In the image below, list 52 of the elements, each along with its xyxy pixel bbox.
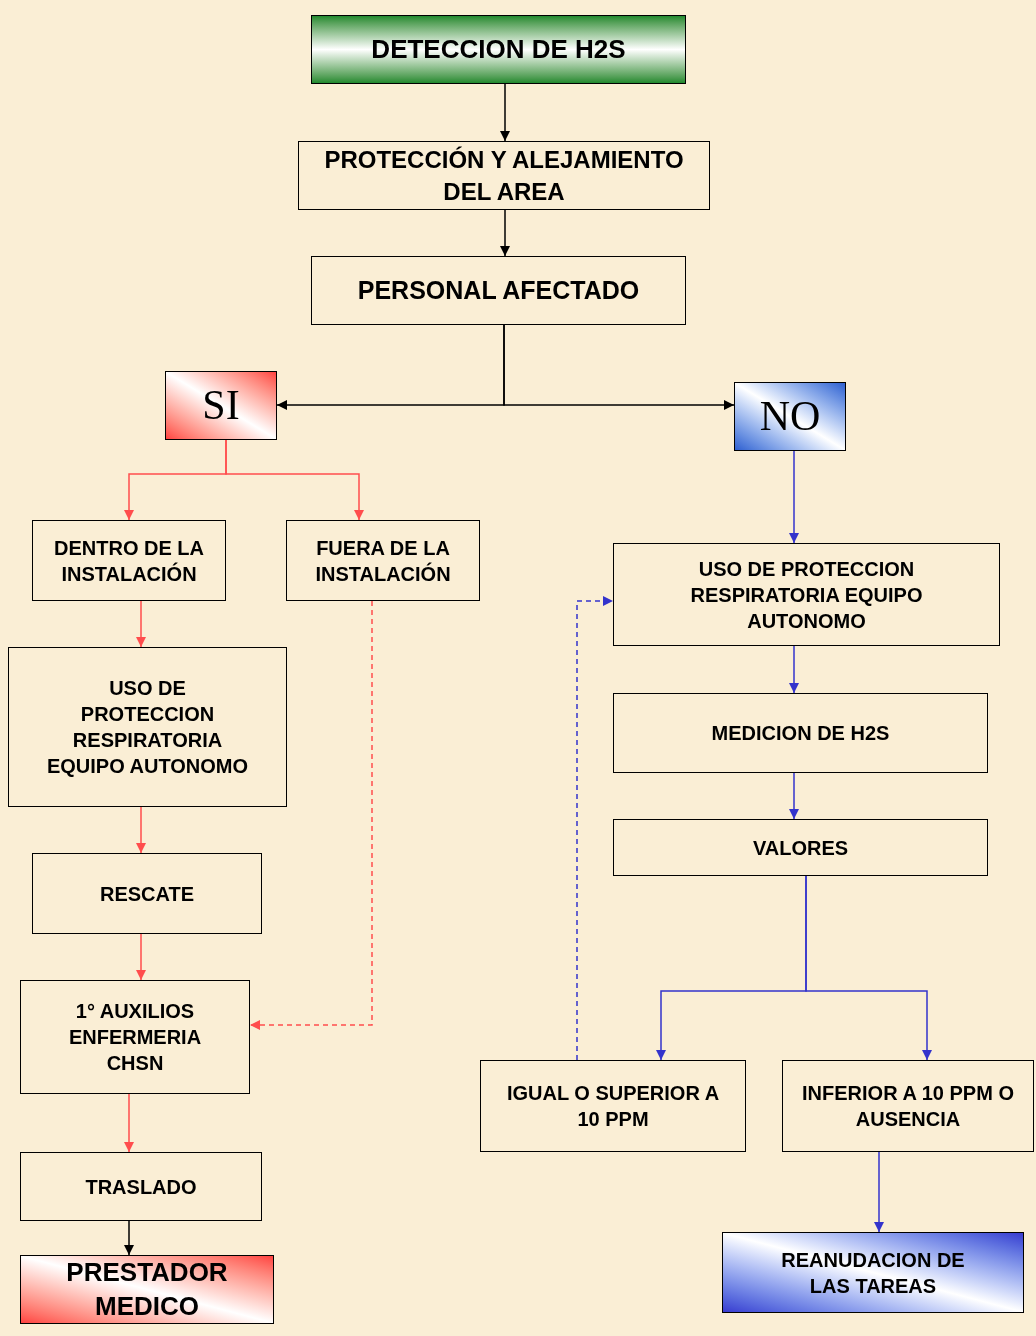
- box-label: PROTECCIÓN Y ALEJAMIENTO DEL AREA: [323, 145, 685, 207]
- process-box: [782, 1060, 1034, 1152]
- arrow: [789, 450, 799, 544]
- box-label: PERSONAL AFECTADO: [357, 275, 640, 307]
- process-box: [613, 543, 1000, 646]
- box-label: IGUAL O SUPERIOR A 10 PPM: [505, 1081, 721, 1132]
- process-box: [613, 693, 988, 773]
- box-label: TRASLADO: [85, 1174, 197, 1200]
- process-box: [734, 382, 846, 451]
- box-label: DENTRO DE LA INSTALACIÓN: [53, 535, 205, 587]
- arrow: [874, 1151, 884, 1233]
- process-box: [20, 980, 250, 1094]
- process-box: [165, 371, 277, 440]
- box-label: NO: [759, 392, 821, 442]
- process-box: [480, 1060, 746, 1152]
- arrow: [124, 1220, 134, 1256]
- arrow: [500, 83, 510, 142]
- arrow: [789, 772, 799, 820]
- process-box: [8, 647, 287, 807]
- box-label: INFERIOR A 10 PPM O AUSENCIA: [801, 1081, 1015, 1132]
- arrow: [249, 600, 373, 1030]
- process-box: [32, 853, 262, 934]
- box-label: VALORES: [752, 835, 849, 861]
- process-box: [311, 15, 686, 84]
- arrow: [503, 324, 735, 410]
- box-label: SI: [202, 381, 240, 431]
- box-label: MEDICION DE H2S: [711, 721, 890, 746]
- arrow: [225, 439, 364, 521]
- arrow: [136, 933, 146, 981]
- process-box: [298, 141, 710, 210]
- process-box: [32, 520, 226, 601]
- arrow: [124, 1093, 134, 1153]
- box-label: REANUDACION DE LAS TAREAS: [780, 1247, 966, 1299]
- process-box: [311, 256, 686, 325]
- arrow: [805, 875, 932, 1061]
- arrow: [576, 596, 614, 1061]
- box-label: RESCATE: [99, 881, 195, 907]
- process-box: [722, 1232, 1024, 1313]
- arrow: [789, 645, 799, 694]
- arrow: [136, 600, 146, 648]
- box-label: DETECCION DE H2S: [371, 32, 626, 66]
- box-label: FUERA DE LA INSTALACIÓN: [314, 535, 452, 587]
- arrow: [500, 209, 510, 257]
- box-label: 1° AUXILIOS ENFERMERIA CHSN: [67, 999, 203, 1076]
- process-box: [20, 1255, 274, 1324]
- box-label: PRESTADOR MEDICO: [65, 1255, 229, 1323]
- process-box: [286, 520, 480, 601]
- box-label: USO DE PROTECCION RESPIRATORIA EQUIPO AUTONOMO: [689, 556, 924, 634]
- process-box: [20, 1152, 262, 1221]
- box-label: USO DE PROTECCION RESPIRATORIA EQUIPO AUTONOMO: [45, 676, 250, 779]
- arrow: [136, 806, 146, 854]
- process-box: [613, 819, 988, 876]
